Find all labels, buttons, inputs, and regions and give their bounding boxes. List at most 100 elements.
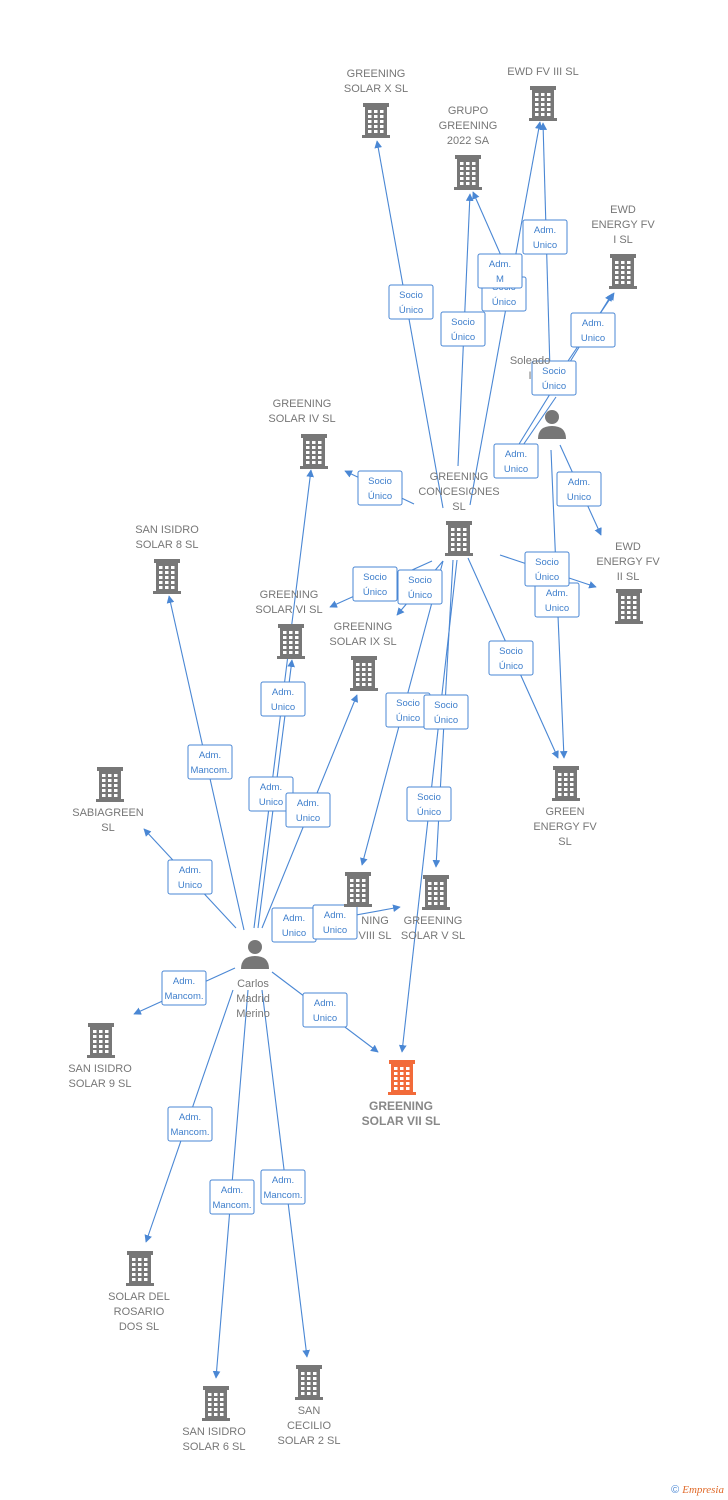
building-window [374,130,378,133]
credit[interactable]: © Empresia [671,1484,724,1496]
building-window [451,528,455,531]
building-window [283,636,287,639]
node-label: GREENING [404,915,463,927]
building-roof [351,656,377,660]
edge-label-soleado-to-ewd_fv_iii[interactable]: Adm.Unico [522,219,568,255]
building-window [144,1278,148,1281]
building-window [547,108,551,111]
building-window [428,902,432,905]
building-window [356,683,360,686]
node-ewd_fv_iii[interactable]: EWD FV III SL [507,66,579,121]
building-base [362,135,390,138]
edge-label-carlos-to-greening_v[interactable]: Adm.Unico [312,904,358,940]
edge-label-carlos-to-greening_ix[interactable]: Adm.Unico [285,792,331,828]
building-window [356,879,360,882]
building-window [374,125,378,128]
edge-label-carlos-to-san_cecilio[interactable]: Adm.Mancom. [260,1169,306,1205]
building-roof [301,434,327,438]
edge-label-text: Adm. [179,1112,201,1123]
node-label: SL [558,836,571,848]
building-window [374,115,378,118]
person-icon [241,940,269,969]
building-window [627,596,631,599]
edge-label-carlos-to-greening_vii[interactable]: Adm.Unico [302,992,348,1028]
edge-label-carlos-to-greening_viii[interactable]: Adm.Unico [271,907,317,943]
edge-label-carlos-to-san_isidro_9[interactable]: Adm.Mancom. [161,970,207,1006]
edge-label-carlos-to-rosario[interactable]: Adm.Mancom. [167,1106,213,1142]
edge-label-carlos-to-san_isidro_8[interactable]: Adm.Mancom. [187,744,233,780]
edge-label-carlos-to-san_isidro_6[interactable]: Adm.Mancom. [209,1179,255,1215]
building-window [171,571,175,574]
building-base [96,799,124,802]
node-label: SABIAGREEN [72,807,144,819]
building-base [153,591,181,594]
building-window [307,1377,311,1380]
edge-label-box [488,640,534,676]
building-window [165,586,169,589]
edge-label-box [260,1169,306,1205]
edge-label-soleado-to-green_energy[interactable]: Adm.Unico [534,582,580,618]
edge-label-carlos-to-sabiagreen[interactable]: Adm.Unico [167,859,213,895]
building-window [428,887,432,890]
node-label: SOLAR 6 SL [183,1441,246,1453]
edge-label-carlos-to-greening_vi[interactable]: Adm.Unico [260,681,306,717]
edge-label-soleado-to-concesiones[interactable]: Adm.Unico [493,443,539,479]
node-greening_v[interactable]: GREENING SOLAR V SL [401,875,465,942]
building-window [312,451,316,454]
edge-label-soleado-to-grupo_greening[interactable]: Adm.M [477,253,523,289]
building-window [460,177,464,180]
node-label: GREEN [545,806,584,818]
edge-label-box [352,566,398,602]
building-window [400,1072,404,1075]
building-window [440,882,444,885]
building-window [93,1040,97,1043]
edge-label-text: Único [434,715,458,726]
building-window [535,98,539,101]
edge-label-text: Único [363,587,387,598]
edge-label-soleado-to-ewd_fv_ii[interactable]: Adm.Unico [556,471,602,507]
edge-label-soleado-to-ewd_fv_i[interactable]: Adm.Unico [570,312,616,348]
edge-label-text: Unico [323,925,347,936]
edge-label-text: Unico [296,813,320,824]
node-label: SOLAR V SL [401,930,465,942]
edge-label-text: Adm. [582,318,604,329]
building-window [558,778,562,781]
building-window [541,103,545,106]
building-window [463,548,467,551]
building-window [434,897,438,900]
building-window [144,1263,148,1266]
building-window [312,456,316,459]
edge-label-text: Único [499,661,523,672]
building-window [312,461,316,464]
